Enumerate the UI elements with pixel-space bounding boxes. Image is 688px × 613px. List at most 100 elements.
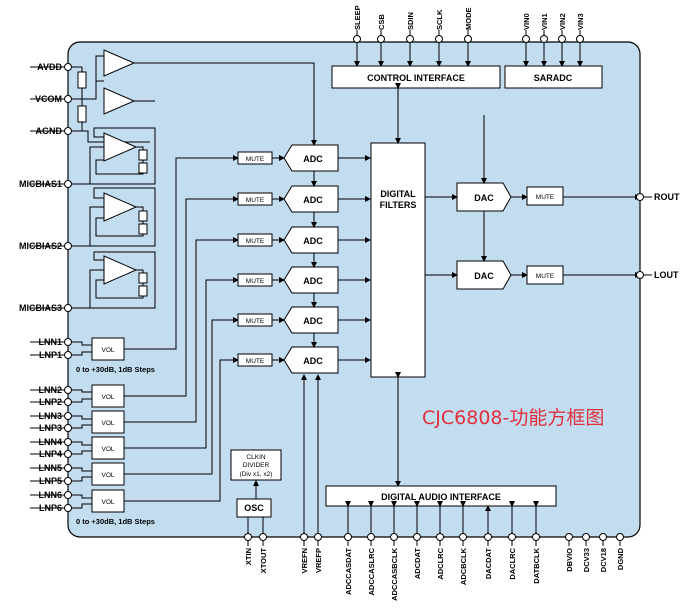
pin-micbias1: MICBIAS1 [19,179,62,189]
pin-vin2: VIN2 [558,13,567,30]
pin-vrefn: VREFN [300,548,309,573]
vol-note-2: 0 to +30dB, 1dB Steps [76,517,155,526]
svg-text:MUTE: MUTE [246,318,265,325]
pin-vin3: VIN3 [576,13,585,30]
diagram-title: CJC6808-功能方框图 [422,407,604,429]
amp-avdd [103,49,136,77]
chip-body [67,41,641,538]
pin-lnn5: LNN5 [38,463,62,473]
svg-text:VOL: VOL [101,394,114,401]
control-interface-label: CONTROL INTERFACE [367,73,465,83]
vol-note-1: 0 to +30dB, 1dB Steps [76,365,155,374]
dac-section: DAC MUTE DAC MUTE ROUT LOUT [425,115,680,290]
pin-lnp1: LNP1 [39,350,62,360]
adc-column: MUTE ADC MUTE ADC MUTE ADC MUTE ADC MUTE… [237,144,371,374]
svg-text:CLKIN: CLKIN [246,454,265,461]
dac-1 [456,182,512,212]
svg-text:VOL: VOL [101,446,114,453]
svg-text:MUTE: MUTE [246,278,265,285]
svg-text:OSC: OSC [244,503,264,513]
pin-adccasbclk: ADCCASBCLK [390,547,399,600]
pin-lnn1: LNN1 [38,337,62,347]
input-routing [124,155,239,502]
pin-xtin: XTIN [244,548,253,565]
pin-csb: CSB [377,14,386,30]
pin-adclrc: ADCLRC [436,547,445,579]
digital-filters-label-2: FILTERS [380,200,417,210]
pin-adccasdat: ADCCASDAT [344,548,353,595]
pin-lnp5: LNP5 [39,476,62,486]
svg-text:VOL: VOL [101,420,114,427]
pin-dcv33: DCV33 [582,548,591,572]
top-vin-pins: VIN0 VIN1 VIN2 VIN3 [522,13,585,67]
svg-text:ADC: ADC [303,154,323,164]
clock-section: CLKIN DIVIDER (Div x1, x2) OSC [230,449,282,537]
svg-text:ADC: ADC [303,236,323,246]
svg-text:(Div x1, x2): (Div x1, x2) [240,471,273,478]
pin-lnn4: LNN4 [38,437,62,447]
pin-vcom: VCOM [35,94,62,104]
pin-vrefp: VREFP [314,548,323,573]
pin-adcdat: ADCDAT [413,548,422,580]
svg-text:DIVIDER: DIVIDER [243,462,270,469]
line-inputs: VOL VOL VOL VOL VOL VOL L [30,337,155,526]
pin-dcv18: DCV18 [599,548,608,572]
svg-text:ADC: ADC [303,356,323,366]
pin-lnn3: LNN3 [38,411,62,421]
saradc-block [504,65,603,89]
pin-avdd: AVDD [37,62,62,72]
svg-text:MUTE: MUTE [246,238,265,245]
svg-text:VOL: VOL [101,347,114,354]
bottom-pin-labels: XTIN XTOUT VREFN VREFP ADCCASDAT ADCCASL… [244,547,625,601]
amp-vcom [103,87,136,115]
pin-dgnd: DGND [616,547,625,570]
pin-xtout: XTOUT [259,548,268,574]
svg-text:DAC: DAC [474,271,494,281]
bottom-pin-stubs [244,501,624,546]
pin-vin0: VIN0 [522,13,531,30]
clkin-divider-block [230,449,282,481]
pin-adccaslrc: ADCCASLRC [367,547,376,595]
pin-sclk: SCLK [435,9,444,30]
pin-sdin: SDIN [406,12,415,30]
digital-audio-interface-label: DIGITAL AUDIO INTERFACE [381,492,501,502]
pin-dbvio: DBVIO [565,548,574,572]
svg-text:VOL: VOL [101,472,114,479]
pin-mode: MODE [464,8,473,31]
pin-lnp3: LNP3 [39,423,62,433]
pin-dacdat: DACDAT [484,548,493,580]
pin-lnn6: LNN6 [38,490,62,500]
pin-lnp6: LNP6 [39,503,62,513]
pin-datbclk: DATBCLK [532,547,541,583]
pin-micbias2: MICBIAS2 [19,241,62,251]
svg-text:MUTE: MUTE [246,358,265,365]
pin-adcbclk: ADCBCLK [459,547,468,585]
svg-text:MUTE: MUTE [536,194,555,201]
svg-text:ADC: ADC [303,316,323,326]
svg-text:MUTE: MUTE [246,156,265,163]
svg-text:ADC: ADC [303,195,323,205]
svg-text:MUTE: MUTE [246,197,265,204]
pin-rout: ROUT [654,192,680,202]
pin-lout: LOUT [654,270,679,280]
pin-agnd: AGND [36,126,63,136]
osc-block [236,498,272,518]
saradc-label: SARADC [534,73,573,83]
pin-lnp4: LNP4 [39,449,62,459]
pin-lnp2: LNP2 [39,397,62,407]
micbias-section: MICBIAS1 MICBIAS2 MICBIAS3 [19,127,156,313]
svg-text:ADC: ADC [303,276,323,286]
pin-micbias3: MICBIAS3 [19,303,62,313]
svg-text:MUTE: MUTE [536,273,555,280]
control-interface-block [331,65,501,89]
top-control-pins: SLEEP CSB SDIN SCLK MODE [353,5,473,67]
digital-filters-block [370,142,426,378]
pin-daclrc: DACLRC [508,547,517,579]
svg-text:VOL: VOL [101,499,114,506]
svg-text:DAC: DAC [474,193,494,203]
pin-sleep: SLEEP [353,5,362,30]
pin-lnn2: LNN2 [38,385,62,395]
pin-vin1: VIN1 [540,13,549,30]
dac-2 [456,260,512,290]
